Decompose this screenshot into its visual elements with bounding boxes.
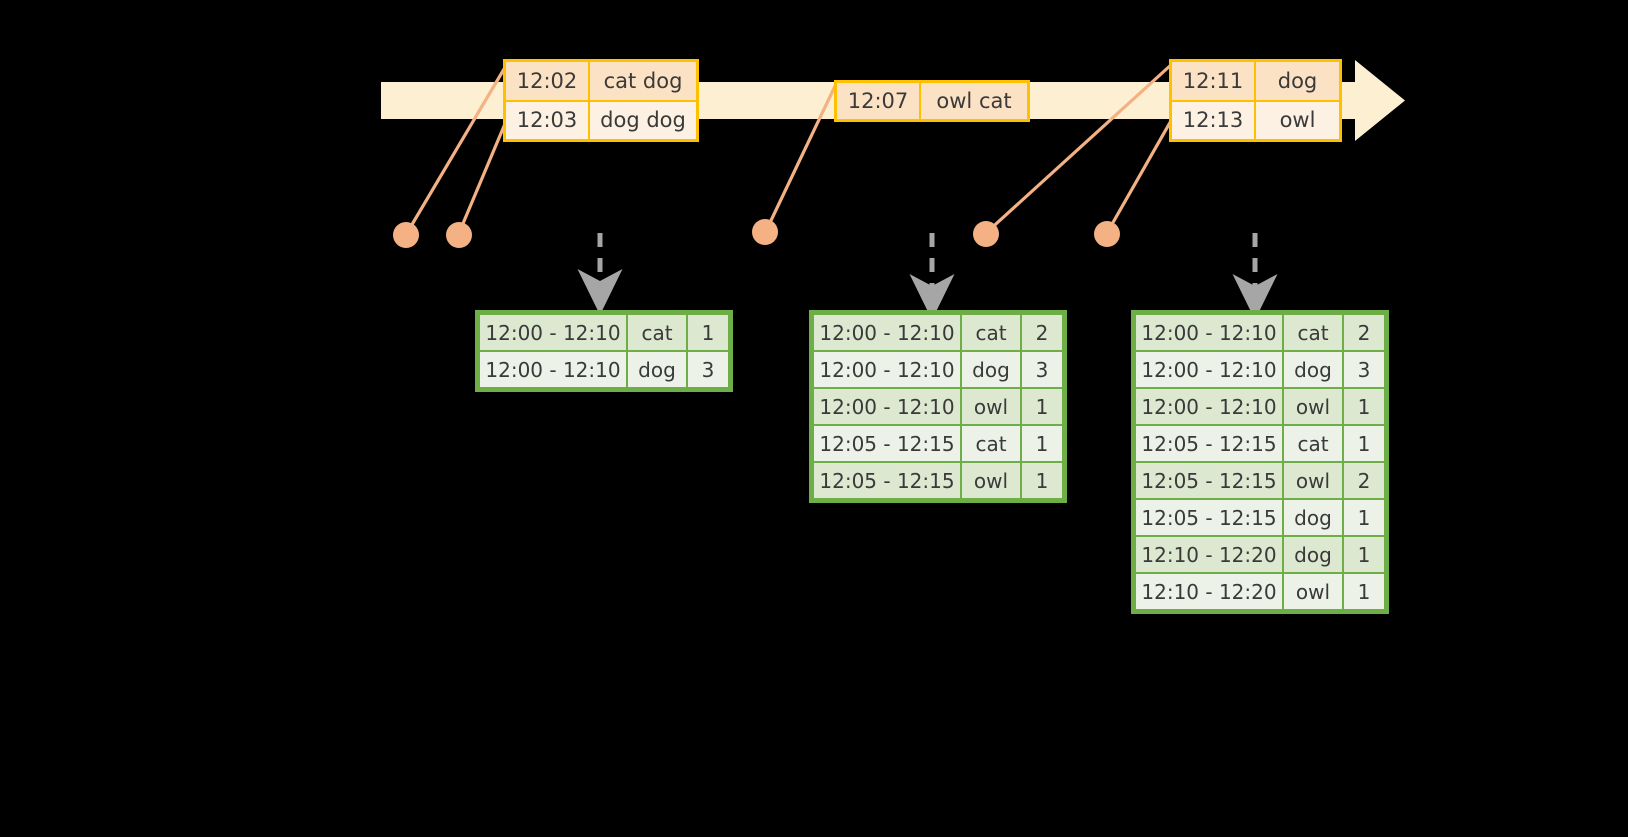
cell-window: 12:00 - 12:10 [813,388,961,425]
cell-window: 12:00 - 12:10 [1135,388,1283,425]
event-group-3[interactable]: 12:11 dog 12:13 owl [1169,59,1342,142]
cell-window: 12:05 - 12:15 [813,425,961,462]
cell-count: 3 [1343,351,1385,388]
cell-word: cat [1283,425,1343,462]
cell-window: 12:05 - 12:15 [813,462,961,499]
cell-word: dog [1283,351,1343,388]
cell-count: 3 [1021,351,1063,388]
event-time: 12:03 [506,101,590,139]
cell-count: 1 [1343,499,1385,536]
cell-window: 12:00 - 12:10 [813,314,961,351]
cell-window: 12:00 - 12:10 [479,351,627,388]
event-words: cat dog [590,62,696,100]
cell-window: 12:00 - 12:10 [1135,314,1283,351]
cell-count: 3 [687,351,729,388]
cell-window: 12:05 - 12:15 [1135,425,1283,462]
cell-word: owl [1283,573,1343,610]
cell-count: 2 [1343,462,1385,499]
dot-2-marker [446,222,472,248]
connector-12-03 [457,117,509,235]
cell-count: 1 [1021,425,1063,462]
dot-3-marker [752,219,778,245]
cell-word: dog [961,351,1021,388]
cell-word: cat [961,425,1021,462]
event-words: owl [1256,101,1339,139]
cell-word: owl [961,462,1021,499]
event-row[interactable]: 12:03 dog dog [506,99,696,139]
cell-count: 1 [1021,462,1063,499]
cell-word: dog [627,351,687,388]
event-row[interactable]: 12:11 dog [1172,62,1339,100]
dot-5-marker [1094,221,1120,247]
dot-1-marker [393,222,419,248]
event-row[interactable]: 12:07 owl cat [837,83,1027,119]
cell-count: 1 [687,314,729,351]
dashed-arrows [577,233,1278,321]
cell-count: 2 [1021,314,1063,351]
cell-window: 12:00 - 12:10 [1135,351,1283,388]
cell-count: 2 [1343,314,1385,351]
event-time: 12:02 [506,62,590,100]
connector-12-02 [405,62,509,235]
event-dot-markers [393,219,1120,248]
connector-12-13 [1105,117,1174,235]
event-words: owl cat [921,83,1027,119]
cell-word: dog [1283,536,1343,573]
cell-word: cat [961,314,1021,351]
dot-4-marker [973,221,999,247]
cell-count: 1 [1343,388,1385,425]
cell-window: 12:10 - 12:20 [1135,573,1283,610]
cell-window: 12:00 - 12:10 [479,314,627,351]
event-words: dog dog [590,101,696,139]
event-group-2[interactable]: 12:07 owl cat [834,80,1030,122]
event-row[interactable]: 12:13 owl [1172,99,1339,139]
cell-window: 12:10 - 12:20 [1135,536,1283,573]
cell-window: 12:05 - 12:15 [1135,462,1283,499]
cell-window: 12:05 - 12:15 [1135,499,1283,536]
cell-word: owl [961,388,1021,425]
connector-12-07 [764,82,838,233]
cell-word: owl [1283,462,1343,499]
cell-word: cat [627,314,687,351]
event-group-1[interactable]: 12:02 cat dog 12:03 dog dog [503,59,699,142]
cell-word: dog [1283,499,1343,536]
event-time: 12:11 [1172,62,1256,100]
cell-count: 1 [1343,573,1385,610]
event-words: dog [1256,62,1339,100]
event-time: 12:07 [837,83,921,119]
event-row[interactable]: 12:02 cat dog [506,62,696,100]
cell-count: 1 [1343,536,1385,573]
cell-word: owl [1283,388,1343,425]
cell-count: 1 [1343,425,1385,462]
cell-count: 1 [1021,388,1063,425]
cell-word: cat [1283,314,1343,351]
cell-window: 12:00 - 12:10 [813,351,961,388]
event-time: 12:13 [1172,101,1256,139]
